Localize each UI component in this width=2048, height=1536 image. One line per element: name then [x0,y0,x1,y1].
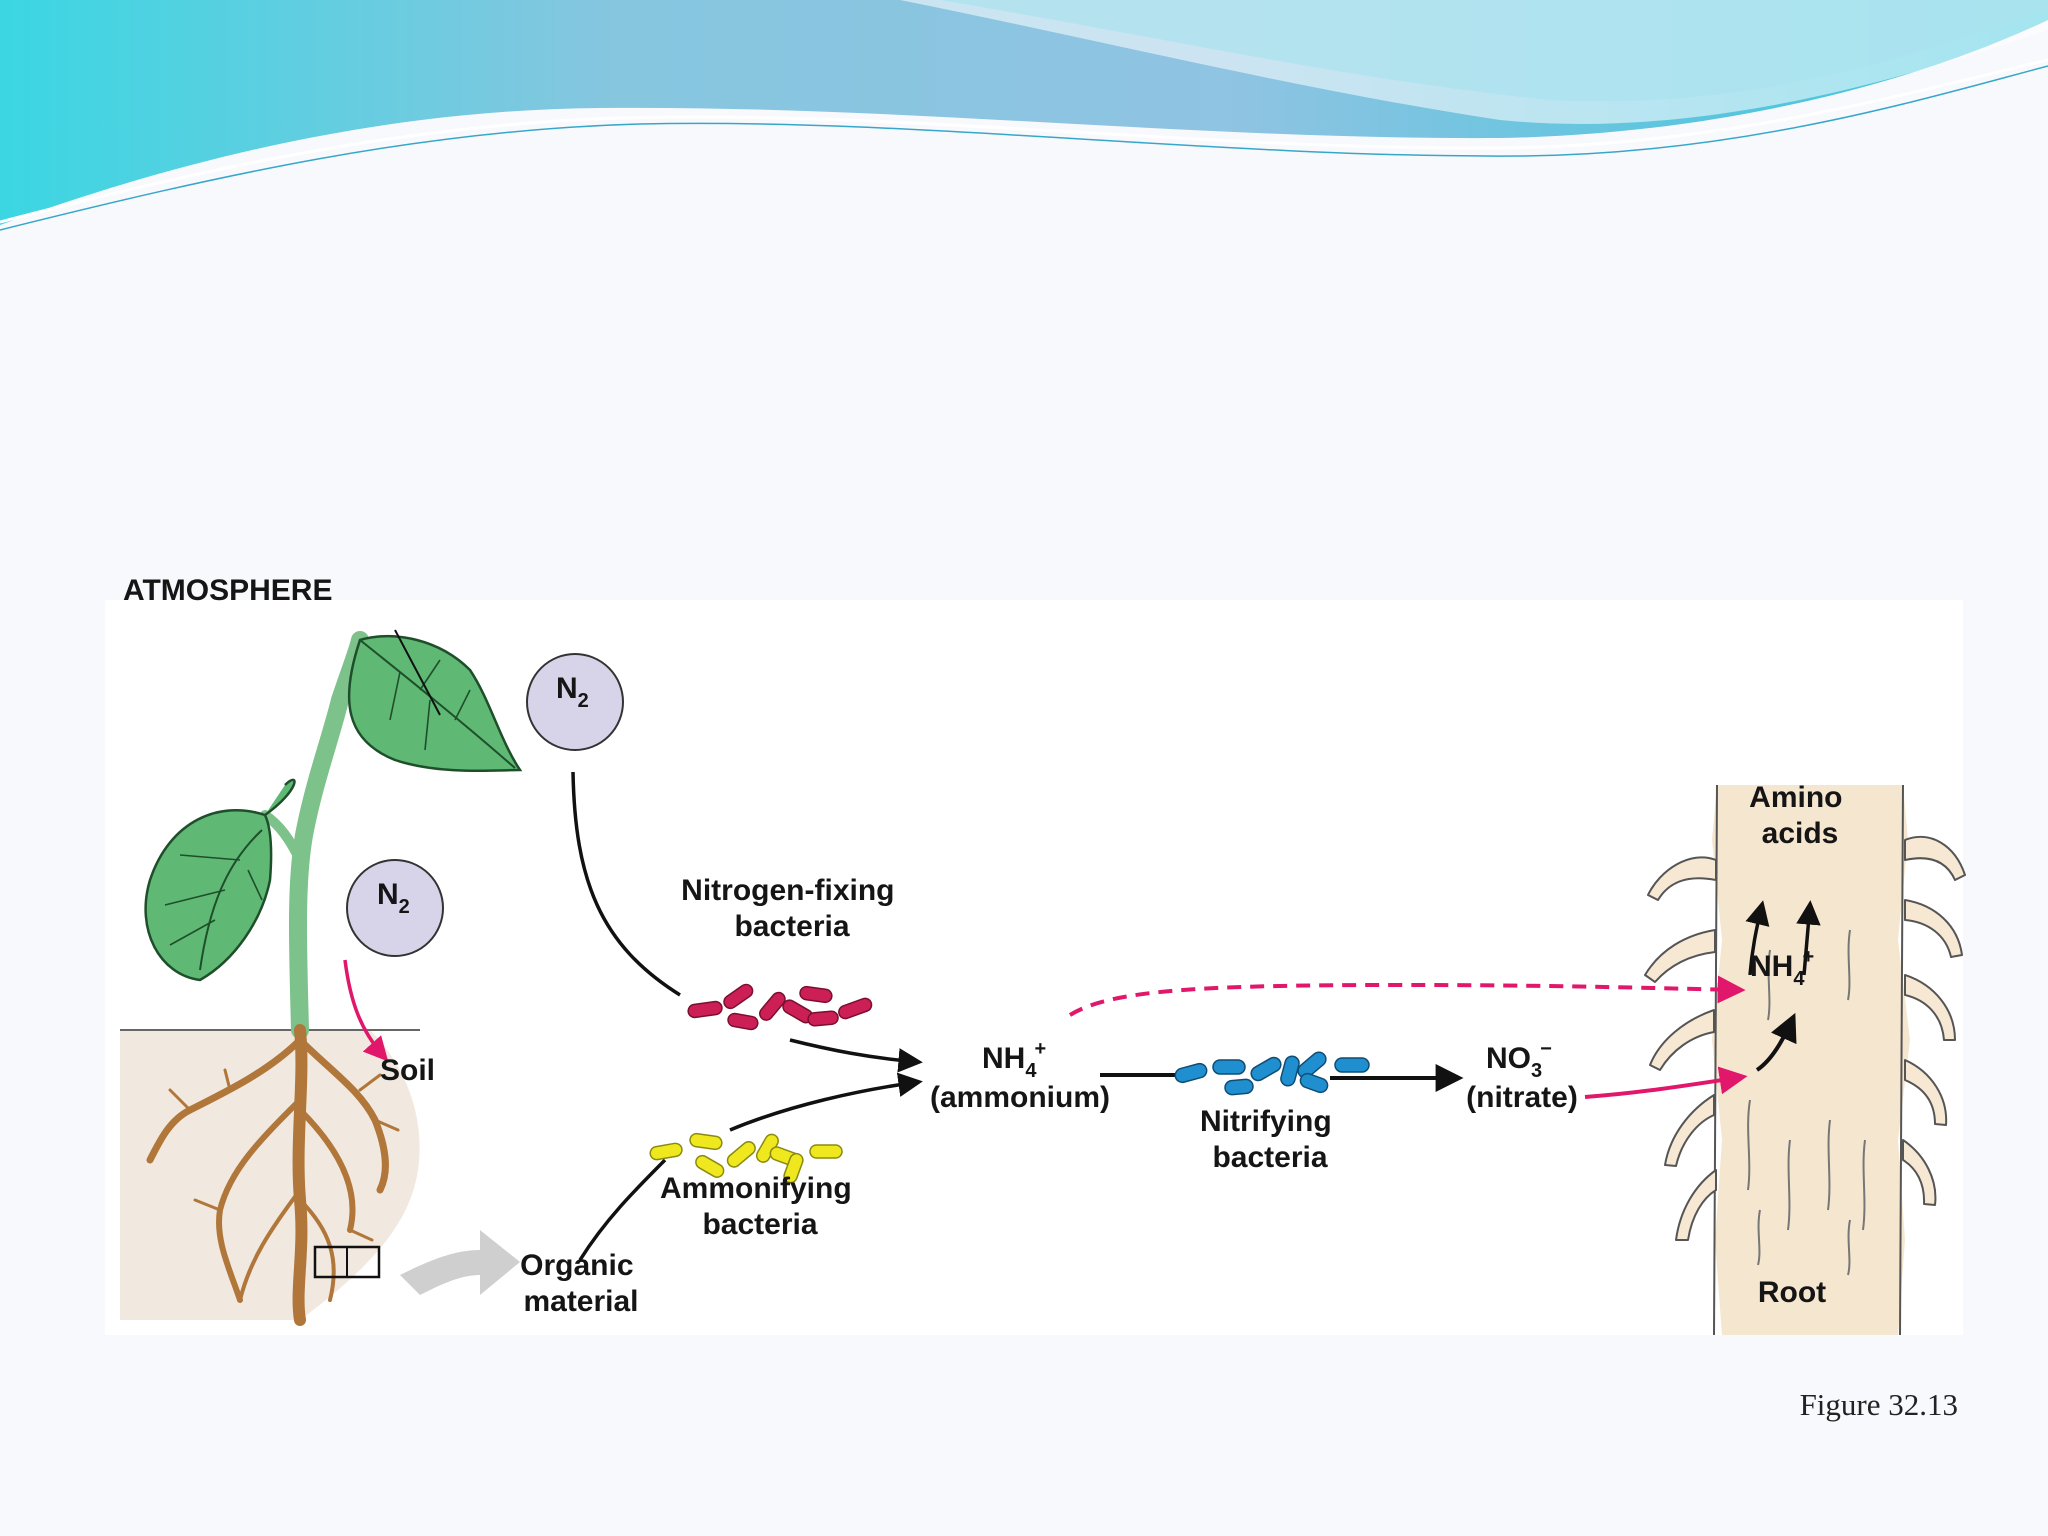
root-nh4-label: NH4+ [1750,946,1814,990]
ammonifying-bacteria-cluster [649,1132,843,1184]
amino-acids-label: Amino acids [1749,781,1851,850]
nitrate-to-root-arrow [1584,1066,1748,1099]
ammonium-label: NH4+ (ammonium) [930,1038,1110,1114]
nitrifying-bacteria-cluster [1174,1051,1370,1096]
zoom-arrow [400,1230,520,1295]
n2-plant-bubble: N2 [346,859,444,957]
nitrogen-fixing-bacteria-cluster [687,983,873,1031]
nh4-to-amino-acid-arrow-left [1745,900,1770,976]
nitrate-to-nh4-internal-arrow [1755,1012,1797,1072]
organic-material-label: Organic material [520,1249,642,1318]
n2-to-fixers-arrow [571,771,681,997]
svg-text:(nitrate): (nitrate) [1466,1081,1578,1114]
svg-text:N2: N2 [556,672,589,712]
left-leaf [144,809,273,982]
plant-illustration [144,629,523,1326]
svg-text:NO3−: NO3− [1486,1038,1552,1082]
nitrogen-fixing-label: Nitrogen-fixing bacteria [681,874,903,943]
svg-text:NH4+: NH4+ [1750,946,1814,990]
nh4-to-amino-acid-arrow-right [1796,900,1821,976]
soil-label: Soil [380,1054,435,1087]
ammonifiers-to-ammonium-arrow [729,1072,923,1132]
root-label: Root [1758,1276,1826,1309]
fixers-to-ammonium-arrow [789,1038,923,1073]
nitrate-label: NO3− (nitrate) [1466,1038,1578,1114]
n2-atmosphere-bubble: N2 [526,653,624,751]
header-wave-decoration [0,0,2048,231]
n2-to-soil-arrow [343,959,389,1062]
figure-caption: Figure 32.13 [1800,1387,1958,1422]
svg-text:NH4+: NH4+ [982,1038,1046,1082]
svg-text:N2: N2 [377,878,410,918]
plant-roots [146,1024,400,1326]
ammonifying-label: Ammonifying bacteria [660,1172,860,1241]
svg-text:(ammonium): (ammonium) [930,1081,1110,1114]
organic-to-ammonifiers-arrow [578,1158,667,1261]
atmosphere-label: ATMOSPHERE [123,574,332,607]
ammonium-to-root-dashed-arrow [1068,975,1746,1017]
nitrifying-label: Nitrifying bacteria [1200,1105,1340,1174]
